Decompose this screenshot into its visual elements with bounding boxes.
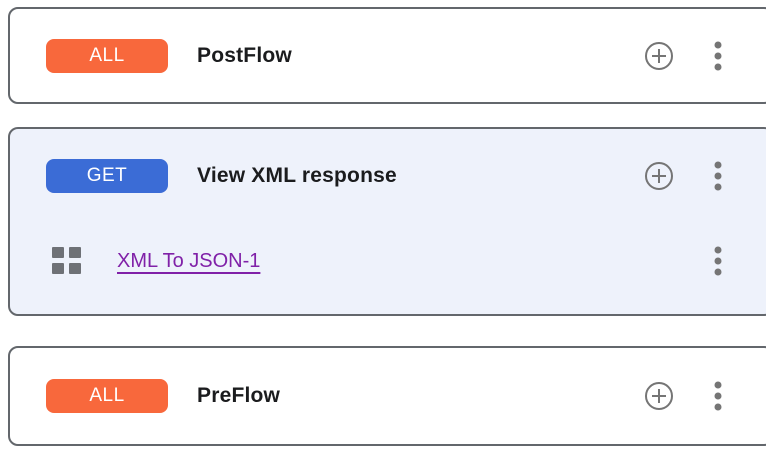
kebab-menu-icon bbox=[714, 246, 722, 276]
plus-circle-icon bbox=[644, 41, 674, 71]
plus-circle-icon bbox=[644, 161, 674, 191]
flow-title: View XML response bbox=[197, 163, 397, 187]
flow-card-postflow[interactable]: ALL PostFlow bbox=[8, 7, 766, 104]
flow-header: ALL PostFlow bbox=[10, 9, 766, 102]
more-options-button[interactable] bbox=[714, 41, 722, 71]
more-options-button[interactable] bbox=[714, 381, 722, 411]
add-step-button[interactable] bbox=[644, 161, 674, 191]
method-badge: ALL bbox=[46, 379, 168, 413]
kebab-menu-icon bbox=[714, 41, 722, 71]
flow-title: PreFlow bbox=[197, 384, 281, 407]
grid-icon bbox=[52, 247, 82, 275]
kebab-menu-icon bbox=[714, 161, 722, 191]
method-badge: ALL bbox=[46, 38, 168, 73]
more-options-button[interactable] bbox=[714, 161, 722, 191]
method-badge: GET bbox=[46, 158, 168, 193]
add-step-button[interactable] bbox=[644, 41, 674, 71]
kebab-menu-icon bbox=[714, 381, 722, 411]
plus-circle-icon bbox=[644, 381, 674, 411]
policy-link[interactable]: XML To JSON-1 bbox=[117, 249, 261, 272]
flow-card-preflow[interactable]: ALL PreFlow bbox=[8, 346, 766, 446]
policy-more-options-button[interactable] bbox=[714, 246, 722, 276]
flow-title: PostFlow bbox=[197, 43, 292, 67]
flow-card-view-xml-response[interactable]: GET View XML response bbox=[8, 127, 766, 316]
flow-header: ALL PreFlow bbox=[10, 348, 766, 444]
flow-header: GET View XML response bbox=[10, 129, 766, 222]
policy-item: XML To JSON-1 bbox=[10, 222, 766, 300]
add-step-button[interactable] bbox=[644, 381, 674, 411]
